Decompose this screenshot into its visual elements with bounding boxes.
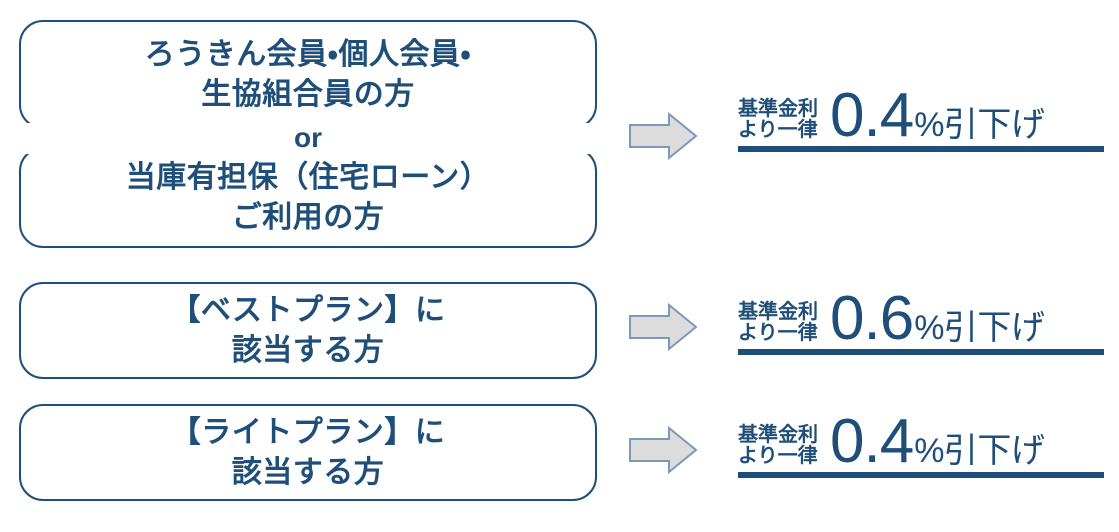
rate-underline (738, 472, 1104, 478)
rate-prefix-label: 基準金利 より一律 (738, 97, 818, 141)
rate-value-wrap: 0.4 %引下げ (830, 406, 1045, 476)
rate-prefix-label: 基準金利 より一律 (738, 423, 818, 467)
condition-box-light-plan: 【ライトプラン】に 該当する方 (19, 404, 597, 501)
condition-box-label: ろうきん会員・個人会員・ 生協組合員の方 (144, 37, 472, 111)
right-arrow-icon (629, 303, 697, 351)
condition-box-label: 【ライトプラン】に 該当する方 (170, 415, 446, 489)
condition-box-best-plan: 【ベストプラン】に 該当する方 (19, 282, 597, 379)
rate-value: 0.6 (830, 283, 914, 353)
condition-box-label: 当庫有担保（住宅ローン） ご利用の方 (125, 160, 491, 234)
rate-underline (738, 146, 1104, 152)
rate-underline (738, 349, 1104, 355)
or-connector-label: or (19, 123, 597, 154)
rate-row: 基準金利 より一律 0.6 %引下げ (738, 283, 1104, 353)
rate-value-wrap: 0.4 %引下げ (830, 80, 1045, 150)
rate-value: 0.4 (830, 80, 914, 150)
rate-value-wrap: 0.6 %引下げ (830, 283, 1045, 353)
condition-box-secured-loan: 当庫有担保（住宅ローン） ご利用の方 (19, 147, 597, 248)
rate-suffix-label: %引下げ (914, 105, 1045, 144)
rate-result-group: 基準金利 より一律 0.4 %引下げ (738, 82, 1104, 152)
rate-value: 0.4 (830, 406, 914, 476)
right-arrow-icon (629, 112, 697, 160)
rate-prefix-label: 基準金利 より一律 (738, 300, 818, 344)
right-arrow-icon (629, 426, 697, 474)
rate-row: 基準金利 より一律 0.4 %引下げ (738, 80, 1104, 150)
condition-box-membership: ろうきん会員・個人会員・ 生協組合員の方 (19, 20, 597, 129)
rate-result-group: 基準金利 より一律 0.4 %引下げ (738, 408, 1104, 478)
rate-row: 基準金利 より一律 0.4 %引下げ (738, 406, 1104, 476)
rate-suffix-label: %引下げ (914, 431, 1045, 470)
rate-result-group: 基準金利 より一律 0.6 %引下げ (738, 285, 1104, 355)
rate-suffix-label: %引下げ (914, 308, 1045, 347)
condition-box-label: 【ベストプラン】に 該当する方 (170, 293, 446, 367)
